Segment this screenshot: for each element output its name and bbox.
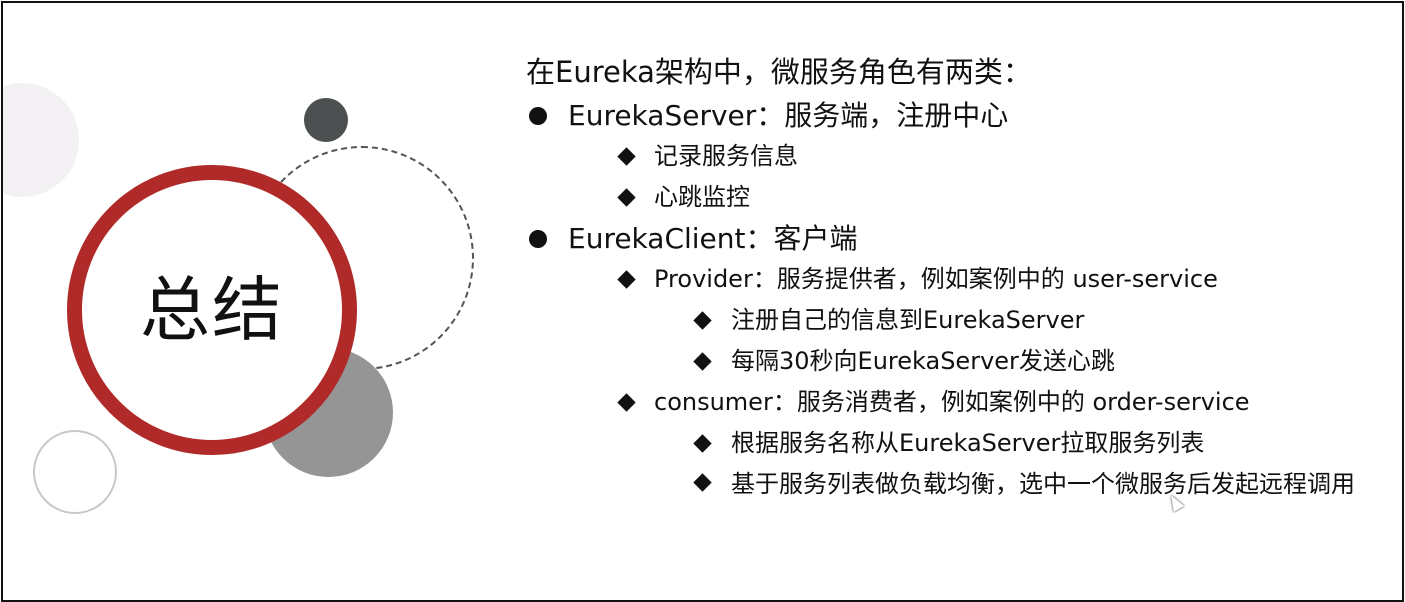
diamond-icon — [617, 147, 636, 166]
list-item: 心跳监控 — [526, 177, 1396, 218]
list-item: 基于服务列表做负载均衡，选中一个微服务后发起远程调用 — [526, 464, 1396, 501]
filled-circle-icon — [529, 107, 547, 125]
content-heading: 在Eureka架构中，微服务角色有两类： — [526, 55, 1032, 89]
server-item-text: 记录服务信息 — [654, 142, 798, 170]
title-ring: 总结 — [67, 165, 357, 455]
decorative-dark-dot — [304, 98, 348, 142]
list-item: 根据服务名称从EurekaServer拉取服务列表 — [526, 423, 1396, 464]
provider-item-text: 每隔30秒向EurekaServer发送心跳 — [731, 347, 1115, 375]
list-item-provider: Provider：服务提供者，例如案例中的 user-service — [526, 259, 1396, 300]
list-item: 每隔30秒向EurekaServer发送心跳 — [526, 341, 1396, 382]
provider-label: Provider：服务提供者，例如案例中的 user-service — [654, 265, 1218, 293]
diamond-icon — [693, 434, 712, 453]
server-item-text: 心跳监控 — [654, 183, 750, 211]
diamond-icon — [617, 270, 636, 289]
diamond-icon — [693, 473, 712, 492]
consumer-label: consumer：服务消费者，例如案例中的 order-service — [654, 388, 1250, 416]
filled-circle-icon — [529, 230, 547, 248]
list-item-server: EurekaServer：服务端，注册中心 — [526, 95, 1396, 136]
provider-item-text: 注册自己的信息到EurekaServer — [731, 306, 1085, 334]
list-item: 记录服务信息 — [526, 136, 1396, 177]
decorative-faint-circle — [3, 83, 79, 197]
list-item-consumer: consumer：服务消费者，例如案例中的 order-service — [526, 382, 1396, 423]
list-item: 注册自己的信息到EurekaServer — [526, 300, 1396, 341]
decorative-light-ring — [33, 430, 117, 514]
diamond-icon — [617, 188, 636, 207]
slide-title: 总结 — [140, 269, 284, 351]
consumer-item-text: 基于服务列表做负载均衡，选中一个微服务后发起远程调用 — [731, 470, 1355, 498]
consumer-item-text: 根据服务名称从EurekaServer拉取服务列表 — [731, 429, 1205, 457]
server-label: EurekaServer：服务端，注册中心 — [568, 99, 1009, 132]
diamond-icon — [693, 311, 712, 330]
diamond-icon — [617, 393, 636, 412]
diamond-icon — [693, 352, 712, 371]
content-list: 在Eureka架构中，微服务角色有两类： EurekaServer：服务端，注册… — [526, 49, 1396, 501]
client-label: EurekaClient：客户端 — [568, 222, 858, 255]
list-item-client: EurekaClient：客户端 — [526, 218, 1396, 259]
